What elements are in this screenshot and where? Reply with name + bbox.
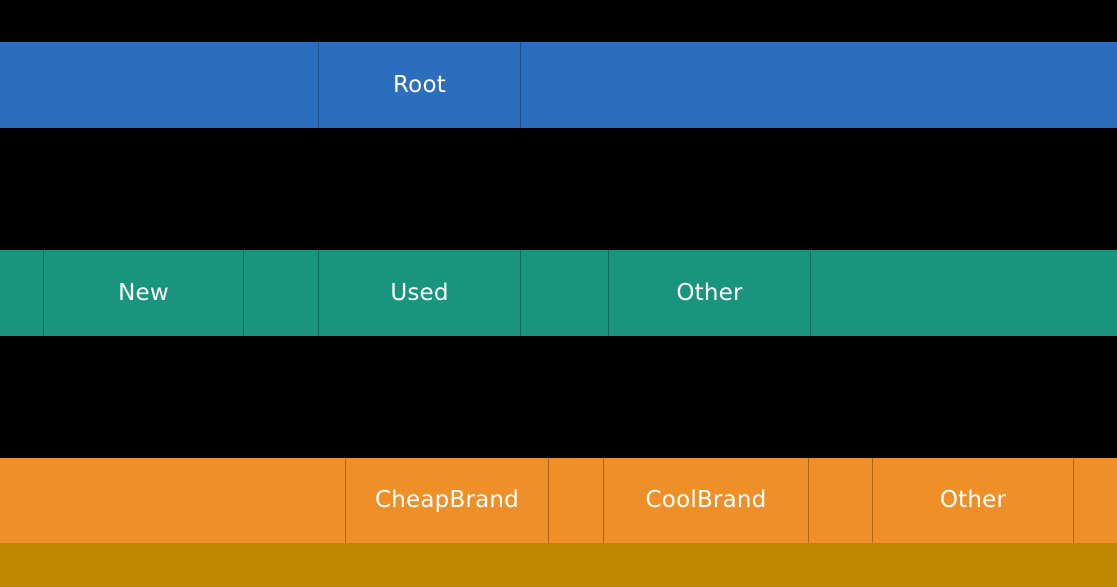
icicle-node-condition-other[interactable]: Other <box>608 250 810 336</box>
icicle-node-leaf-unlabeled-0[interactable] <box>0 543 1117 587</box>
icicle-node-condition-unlabeled-0[interactable] <box>0 250 43 336</box>
icicle-node-label: Root <box>393 71 446 98</box>
icicle-node-brand-unlabeled-0[interactable] <box>0 458 345 543</box>
icicle-node-brand-other[interactable]: Other <box>872 458 1073 543</box>
icicle-node-root-unlabeled-2[interactable] <box>520 42 1117 128</box>
icicle-node-brand-coolbrand[interactable]: CoolBrand <box>603 458 808 543</box>
icicle-level-condition: New Used Other <box>0 250 1117 336</box>
icicle-node-brand-unlabeled-4[interactable] <box>808 458 872 543</box>
icicle-node-condition-new[interactable]: New <box>43 250 243 336</box>
icicle-level-leaf <box>0 543 1117 587</box>
icicle-node-root-root[interactable]: Root <box>318 42 520 128</box>
icicle-node-brand-cheapbrand[interactable]: CheapBrand <box>345 458 548 543</box>
icicle-node-condition-used[interactable]: Used <box>318 250 520 336</box>
icicle-node-brand-unlabeled-2[interactable] <box>548 458 603 543</box>
icicle-node-label: Other <box>939 487 1007 513</box>
icicle-level-brand: CheapBrand CoolBrand Other <box>0 458 1117 543</box>
icicle-node-label: CoolBrand <box>645 487 767 513</box>
icicle-node-condition-unlabeled-2[interactable] <box>243 250 318 336</box>
icicle-node-label: Used <box>390 279 449 306</box>
icicle-level-root: Root <box>0 42 1117 128</box>
icicle-node-label: New <box>118 279 169 306</box>
icicle-node-condition-unlabeled-4[interactable] <box>520 250 608 336</box>
icicle-node-condition-unlabeled-6[interactable] <box>810 250 1117 336</box>
icicle-node-root-unlabeled-0[interactable] <box>0 42 318 128</box>
icicle-node-label: Other <box>676 279 743 306</box>
icicle-node-brand-unlabeled-6[interactable] <box>1073 458 1117 543</box>
icicle-node-label: CheapBrand <box>375 487 519 513</box>
